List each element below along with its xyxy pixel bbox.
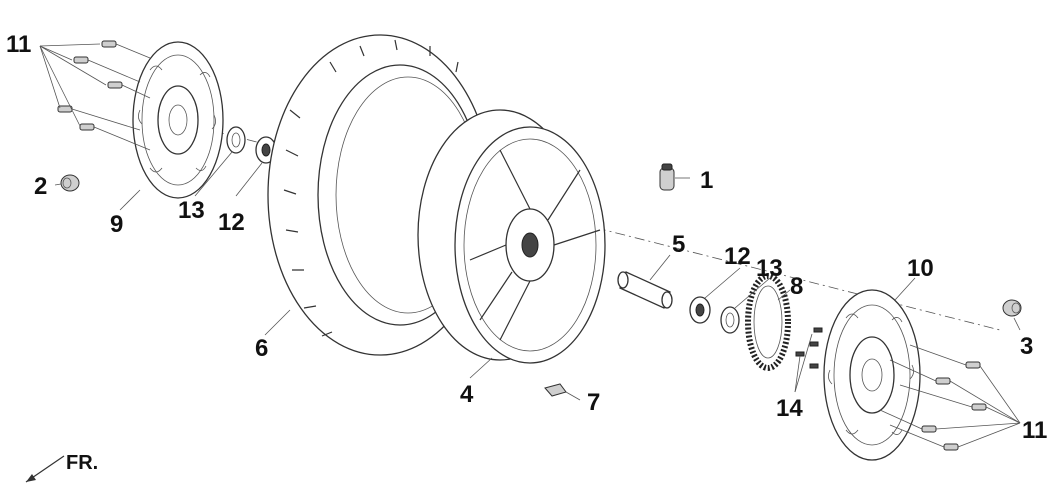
bearing-right (689, 296, 711, 324)
callout-14: 14 (776, 395, 803, 422)
callout-6: 6 (255, 335, 268, 362)
callout-11-left: 11 (6, 31, 31, 58)
brake-disc-left (132, 41, 224, 199)
tire-valve (659, 163, 675, 191)
leader-lines (39, 43, 1021, 448)
callout-8: 8 (790, 273, 803, 300)
callout-4: 4 (460, 381, 474, 408)
abs-tone-ring (745, 273, 791, 371)
front-direction-arrow (25, 455, 65, 483)
clip (544, 383, 567, 397)
callout-12-left: 12 (218, 209, 245, 236)
spacer-left (60, 174, 80, 192)
spacer-right (1002, 299, 1022, 317)
callout-9: 9 (110, 211, 123, 238)
axle-sleeve (617, 271, 673, 309)
tone-ring-bolts (795, 327, 823, 369)
callout-13-left: 13 (178, 197, 205, 224)
callout-5: 5 (672, 231, 685, 258)
rim (417, 109, 606, 364)
callout-2: 2 (34, 173, 47, 200)
callout-7: 7 (587, 389, 600, 416)
callout-10: 10 (907, 255, 934, 282)
oil-seal-right (720, 306, 740, 334)
callout-13-right: 13 (756, 255, 783, 282)
callout-11-right: 11 (1022, 417, 1047, 444)
callout-12-right: 12 (724, 243, 751, 270)
callout-3: 3 (1020, 333, 1033, 360)
brake-disc-right (823, 289, 921, 461)
oil-seal-left (226, 126, 246, 154)
callout-1: 1 (700, 167, 713, 194)
front-direction-label: FR. (66, 452, 98, 474)
disc-bolts-left (57, 40, 151, 151)
